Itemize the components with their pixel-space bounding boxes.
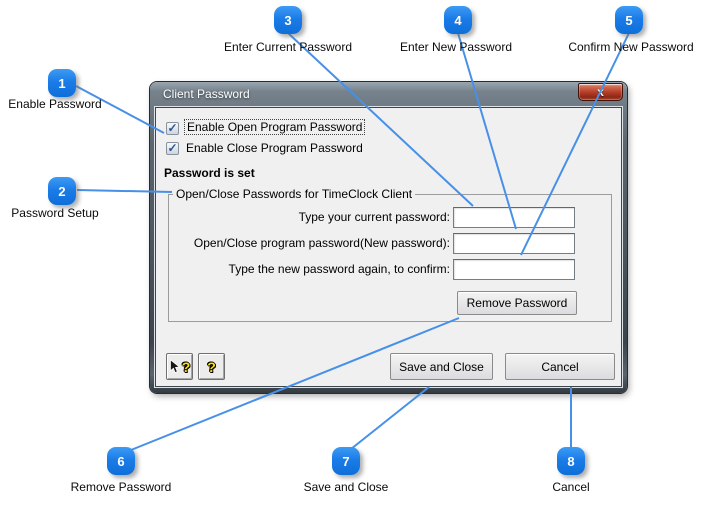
- dialog-title: Client Password: [163, 87, 250, 101]
- callout-label-confirm-new-password: Confirm New Password: [568, 40, 694, 54]
- enable-close-password-label[interactable]: Enable Close Program Password: [186, 141, 363, 155]
- callout-label-save-and-close: Save and Close: [303, 480, 389, 494]
- confirm-password-label: Type the new password again, to confirm:: [228, 262, 450, 276]
- close-icon: x: [597, 85, 604, 99]
- remove-password-button-label: Remove Password: [466, 296, 568, 310]
- check-icon: ✓: [167, 141, 178, 155]
- callout-bubble-7: 7: [332, 447, 360, 475]
- callout-number: 5: [625, 12, 633, 28]
- callout-number: 3: [284, 12, 292, 28]
- callout-label-enter-current-password: Enter Current Password: [223, 40, 353, 54]
- callout-label-enter-new-password: Enter New Password: [399, 40, 513, 54]
- new-password-input[interactable]: [453, 233, 575, 254]
- help-question-icon: ?: [207, 358, 216, 375]
- callout-number: 7: [342, 453, 350, 469]
- enable-open-password-checkbox[interactable]: ✓: [166, 122, 179, 135]
- callout-line-7: [350, 386, 430, 450]
- callout-number: 4: [454, 12, 462, 28]
- password-status-text: Password is set: [164, 166, 255, 180]
- check-icon: ✓: [167, 121, 178, 135]
- remove-password-button[interactable]: Remove Password: [457, 291, 577, 315]
- callout-number: 2: [58, 183, 66, 199]
- confirm-password-input[interactable]: [453, 259, 575, 280]
- cancel-button[interactable]: Cancel: [505, 353, 615, 380]
- callout-bubble-6: 6: [107, 447, 135, 475]
- callout-bubble-3: 3: [274, 6, 302, 34]
- callout-label-enable-password: Enable Password: [8, 97, 102, 111]
- save-and-close-button-label: Save and Close: [399, 359, 484, 374]
- callout-number: 1: [58, 75, 66, 91]
- help-question-icon: ?: [181, 358, 191, 375]
- dialog-client-area: ✓ Enable Open Program Password ✓ Enable …: [155, 107, 622, 387]
- close-button[interactable]: x: [578, 83, 623, 101]
- client-password-dialog: Client Password x ✓ Enable Open Program …: [150, 82, 627, 393]
- callout-label-remove-password: Remove Password: [70, 480, 172, 494]
- cursor-arrow-icon: [169, 359, 181, 374]
- new-password-label: Open/Close program password(New password…: [193, 236, 450, 250]
- callout-label-cancel: Cancel: [552, 480, 590, 494]
- callout-bubble-2: 2: [48, 177, 76, 205]
- callout-number: 8: [567, 453, 575, 469]
- context-help-button[interactable]: ?: [166, 353, 193, 380]
- callout-bubble-5: 5: [615, 6, 643, 34]
- password-groupbox: Open/Close Passwords for TimeClock Clien…: [168, 187, 612, 322]
- enable-open-password-label[interactable]: Enable Open Program Password: [184, 119, 366, 135]
- current-password-input[interactable]: [453, 207, 575, 228]
- help-button[interactable]: ?: [198, 353, 225, 380]
- save-and-close-button[interactable]: Save and Close: [390, 353, 493, 380]
- cancel-button-label: Cancel: [541, 359, 579, 374]
- callout-label-password-setup: Password Setup: [11, 206, 99, 220]
- callout-bubble-1: 1: [48, 69, 76, 97]
- callout-bubble-8: 8: [557, 447, 585, 475]
- callout-number: 6: [117, 453, 125, 469]
- groupbox-title: Open/Close Passwords for TimeClock Clien…: [173, 187, 416, 201]
- callout-bubble-4: 4: [444, 6, 472, 34]
- enable-close-password-checkbox[interactable]: ✓: [166, 142, 179, 155]
- dialog-titlebar[interactable]: Client Password: [150, 82, 627, 107]
- current-password-label: Type your current password:: [298, 210, 450, 224]
